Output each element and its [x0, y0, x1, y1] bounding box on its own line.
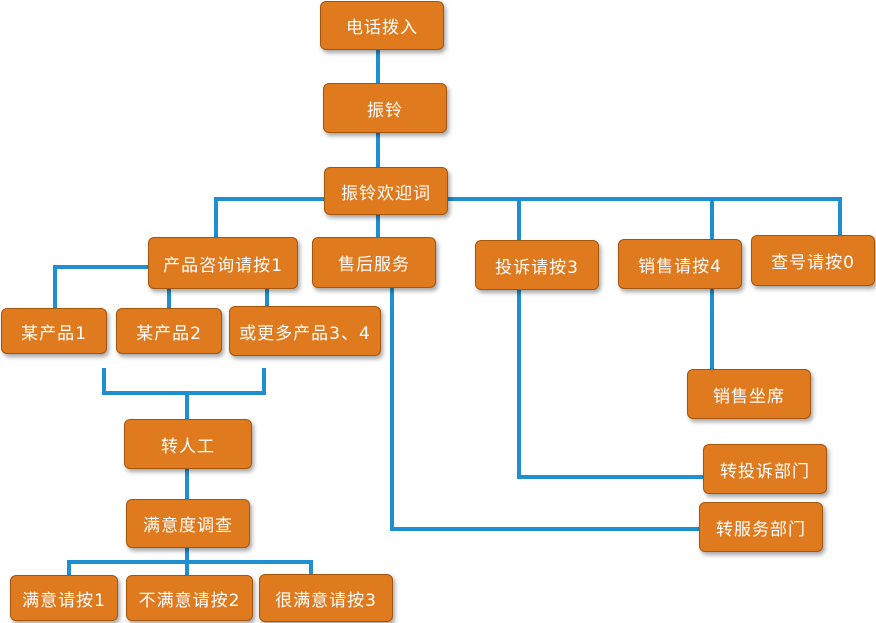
node-satisfied: 满意请按1 — [10, 575, 118, 621]
node-welcome: 振铃欢迎词 — [324, 167, 448, 215]
node-to-complaint-dept: 转投诉部门 — [703, 444, 827, 494]
node-unsatisfied: 不满意请按2 — [126, 575, 253, 621]
node-to-service-dept: 转服务部门 — [699, 502, 823, 552]
node-product-1: 某产品1 — [1, 308, 107, 354]
node-sales-seat: 销售坐席 — [687, 369, 811, 419]
node-product-2: 某产品2 — [116, 308, 222, 354]
node-product-inquiry: 产品咨询请按1 — [148, 237, 298, 289]
node-to-agent: 转人工 — [124, 419, 252, 469]
node-after-sales: 售后服务 — [312, 237, 436, 288]
node-ring: 振铃 — [323, 83, 447, 133]
node-survey: 满意度调查 — [126, 499, 250, 548]
node-number-lookup: 查号请按0 — [751, 235, 875, 286]
node-very-satisfied: 很满意请按3 — [259, 574, 393, 622]
node-call-in: 电话拨入 — [320, 1, 444, 50]
node-more-products: 或更多产品3、4 — [229, 306, 381, 356]
node-sales: 销售请按4 — [618, 239, 742, 289]
node-complaint: 投诉请按3 — [475, 240, 599, 290]
